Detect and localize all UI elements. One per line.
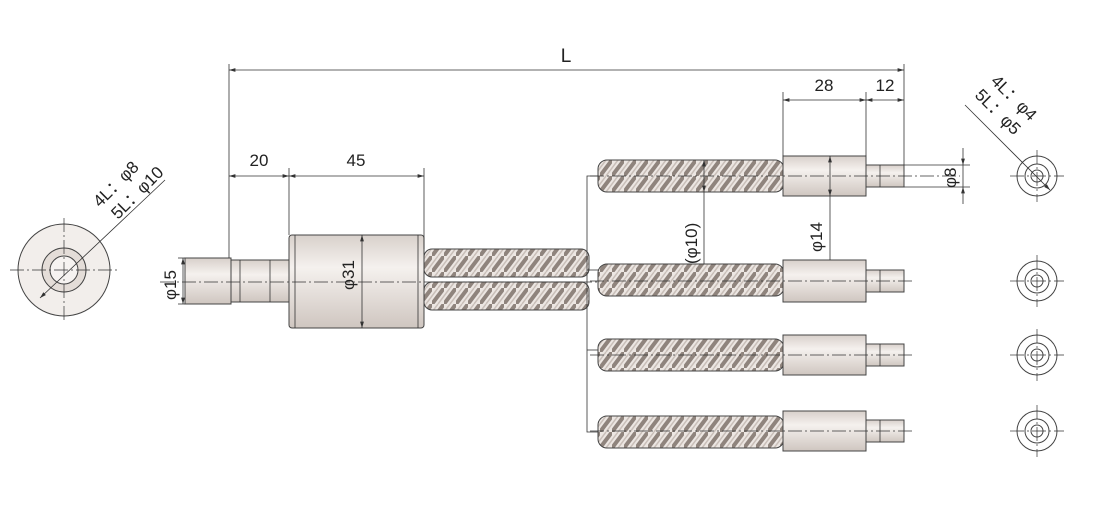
ball-nut bbox=[288, 234, 425, 329]
dim-phi10-label: (φ10) bbox=[682, 223, 701, 264]
left-end-view: 4L：φ8 5L：φ10 bbox=[10, 158, 167, 322]
main-thread-upper bbox=[423, 248, 590, 278]
left-journal bbox=[230, 259, 290, 303]
dimension-lines: L 20 45 28 12 φ15 φ31 (φ10) φ14 bbox=[161, 46, 970, 328]
right-end-view-2 bbox=[1010, 255, 1064, 307]
left-shaft-end bbox=[184, 257, 232, 305]
left-hole-leader bbox=[39, 179, 166, 299]
right-end-view-4 bbox=[1010, 405, 1064, 457]
variant-row-4 bbox=[590, 410, 915, 452]
dim-phi8-label: φ8 bbox=[941, 168, 960, 188]
right-end-view-1 bbox=[1010, 150, 1064, 202]
dim-phi15-label: φ15 bbox=[161, 270, 180, 300]
variant-row-1 bbox=[590, 155, 960, 197]
right-end-view-3 bbox=[1010, 329, 1064, 381]
dim-28-label: 28 bbox=[815, 76, 834, 95]
variant-row-2 bbox=[590, 259, 915, 303]
right-hole-leader bbox=[964, 104, 1051, 191]
dim-45-label: 45 bbox=[347, 151, 366, 170]
dim-20-label: 20 bbox=[250, 151, 269, 170]
main-thread-lower bbox=[423, 281, 590, 311]
dim-phi14-label: φ14 bbox=[807, 222, 826, 252]
variant-row-3 bbox=[590, 334, 915, 376]
length-variants bbox=[586, 155, 960, 452]
dim-12-label: 12 bbox=[876, 76, 895, 95]
dim-phi31-label: φ31 bbox=[339, 260, 358, 290]
main-assembly bbox=[160, 234, 600, 329]
right-end-views: 4L：φ4 5L：φ5 bbox=[964, 71, 1064, 457]
dim-L-label: L bbox=[561, 46, 572, 67]
